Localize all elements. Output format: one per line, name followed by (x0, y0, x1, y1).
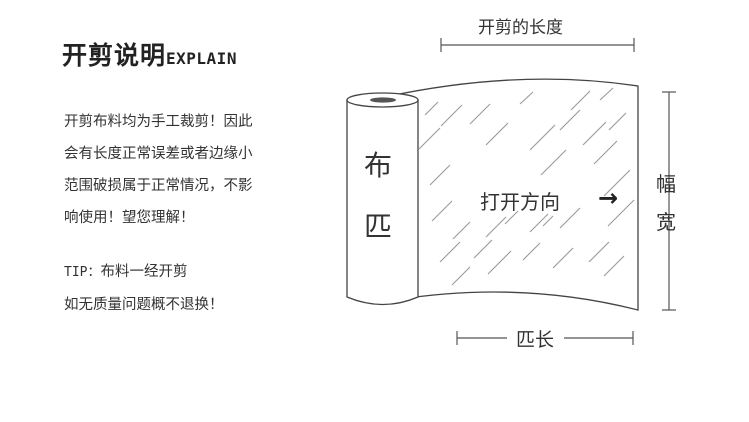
cut-length-label: 开剪的长度 (478, 18, 563, 38)
notice-line: 范围破损属于正常情况，不影 (64, 178, 253, 194)
width-label-char-2: 宽 (656, 210, 676, 234)
cutting-notice: 开剪布料均为手工裁剪！因此 会有长度正常误差或者边缘小 范围破损属于正常情况，不… (64, 106, 309, 234)
bolt-label-char-2: 匹 (364, 210, 393, 243)
bolt-length-label: 匹长 (516, 329, 555, 351)
notice-line: 开剪布料均为手工裁剪！因此 (64, 114, 253, 130)
notice-line: 会有长度正常误差或者边缘小 (64, 146, 253, 162)
tip-notice: TIP：布料一经开剪 如无质量问题概不退换！ (64, 256, 309, 321)
fabric-bolt-roll (346, 92, 419, 306)
tip-line-2: 如无质量问题概不退换！ (64, 297, 224, 313)
title-chinese: 开剪说明 (62, 41, 167, 70)
direction-arrow-icon: → (598, 184, 619, 212)
title-english: EXPLAIN (166, 49, 237, 68)
cut-length-dimension (440, 38, 635, 52)
page-title: 开剪说明EXPLAIN (62, 34, 237, 72)
notice-line: 响使用！望您理解！ (64, 210, 195, 226)
tip-text: 布料一经开剪 (100, 264, 188, 280)
width-label-char-1: 幅 (656, 172, 676, 196)
bolt-label-char-1: 布 (364, 149, 393, 182)
fabric-sheet (384, 78, 639, 311)
sheen-hatching (418, 87, 635, 286)
tip-label: TIP： (64, 265, 101, 280)
bolt-length-dimension (456, 331, 634, 345)
width-dimension (662, 91, 676, 311)
open-direction-label: 打开方向 (480, 190, 560, 214)
